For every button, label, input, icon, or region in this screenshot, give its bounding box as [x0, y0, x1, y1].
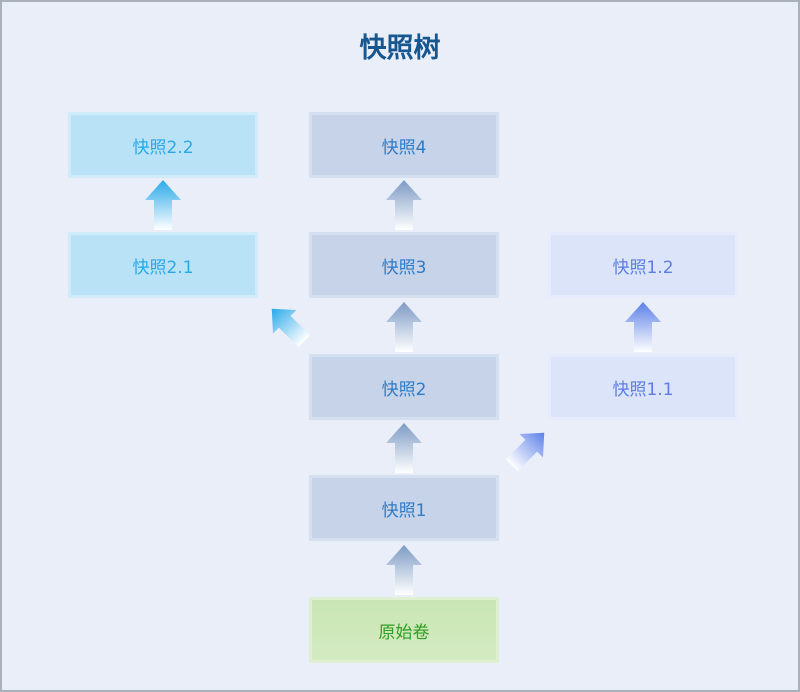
node-snapshot-3: 快照3 — [309, 232, 499, 298]
node-snapshot-1-2: 快照1.2 — [548, 232, 738, 298]
node-snapshot-2-2: 快照2.2 — [68, 112, 258, 178]
node-snapshot-2-1: 快照2.1 — [68, 232, 258, 298]
arrow-snapshot-2-to-snapshot-3-icon — [386, 302, 422, 352]
node-snapshot-1-1: 快照1.1 — [548, 354, 738, 420]
node-snapshot-4: 快照4 — [309, 112, 499, 178]
arrow-snapshot-1-to-snapshot-1-1-icon — [505, 432, 545, 472]
node-original-volume: 原始卷 — [309, 597, 499, 663]
arrow-original-volume-to-snapshot-1-icon — [386, 545, 422, 595]
node-snapshot-2: 快照2 — [309, 354, 499, 420]
arrow-snapshot-3-to-snapshot-4-icon — [386, 180, 422, 230]
node-snapshot-1: 快照1 — [309, 475, 499, 541]
arrow-snapshot-1-1-to-snapshot-1-2-icon — [625, 302, 661, 352]
arrow-snapshot-2-1-to-snapshot-2-2-icon — [145, 180, 181, 230]
arrow-snapshot-2-to-snapshot-2-1-icon — [271, 308, 311, 348]
arrow-snapshot-1-to-snapshot-2-icon — [386, 423, 422, 473]
diagram-title: 快照树 — [359, 33, 441, 64]
